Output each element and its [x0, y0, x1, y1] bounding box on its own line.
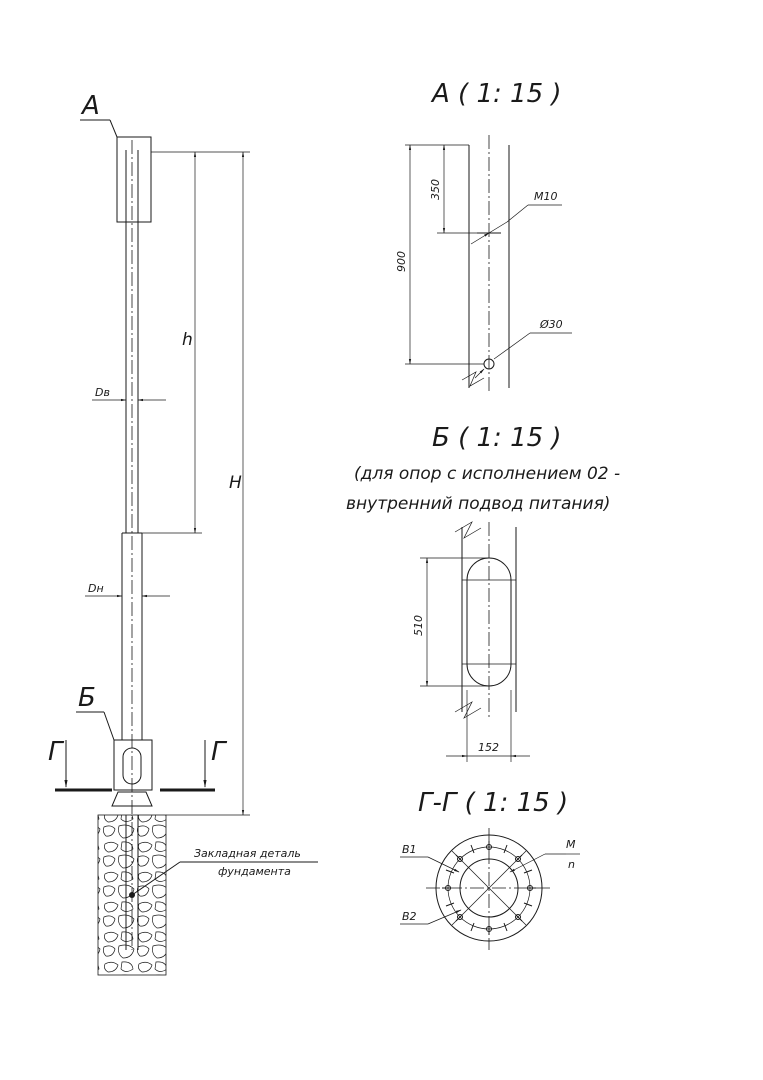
main-pole-view: А Б Г Г Закладная деталь фундамента [48, 91, 318, 976]
detail-b-note-line2: внутренний подвод питания) [346, 494, 610, 514]
detail-b-box [113, 739, 153, 791]
detail-b-title: Б ( 1: 15 ) [432, 423, 562, 453]
section-g-view: Г-Г ( 1: 15 ) [400, 788, 580, 950]
section-g-n: n [568, 858, 575, 871]
callout-a-label: А [80, 91, 100, 121]
dim-dv: Dв [95, 386, 110, 399]
detail-a-d30: Ø30 [539, 318, 563, 331]
section-g-b1: В1 [402, 843, 417, 856]
callout-b-label: Б [78, 683, 96, 713]
dim-h-total: Н [229, 473, 242, 493]
detail-b-dim-152: 152 [478, 741, 499, 754]
detail-a-m10: М10 [534, 190, 558, 203]
dim-dn: Dн [88, 582, 104, 595]
detail-a-dim-350: 350 [429, 179, 442, 200]
detail-b-note-line1: (для опор с исполнением 02 - [354, 464, 620, 484]
foundation-label-line2: фундамента [218, 865, 291, 878]
section-g-b2: В2 [402, 910, 417, 923]
foundation-label-line1: Закладная деталь [194, 847, 301, 860]
detail-a-view: А ( 1: 15 ) М10 Ø30 350 900 [395, 79, 572, 392]
detail-b-view: Б ( 1: 15 ) (для опор с исполнением 02 -… [346, 423, 620, 762]
section-ribs [442, 841, 536, 935]
section-g-m: М [566, 838, 576, 851]
detail-a-box [116, 136, 152, 223]
section-g-right-label: Г [211, 737, 228, 767]
section-g-title: Г-Г ( 1: 15 ) [418, 788, 568, 818]
section-g-left-label: Г [48, 737, 65, 767]
detail-b-dim-510: 510 [412, 615, 425, 636]
dim-h-small: h [182, 330, 193, 350]
detail-a-dim-900: 900 [395, 251, 408, 272]
detail-a-title: А ( 1: 15 ) [430, 79, 562, 109]
